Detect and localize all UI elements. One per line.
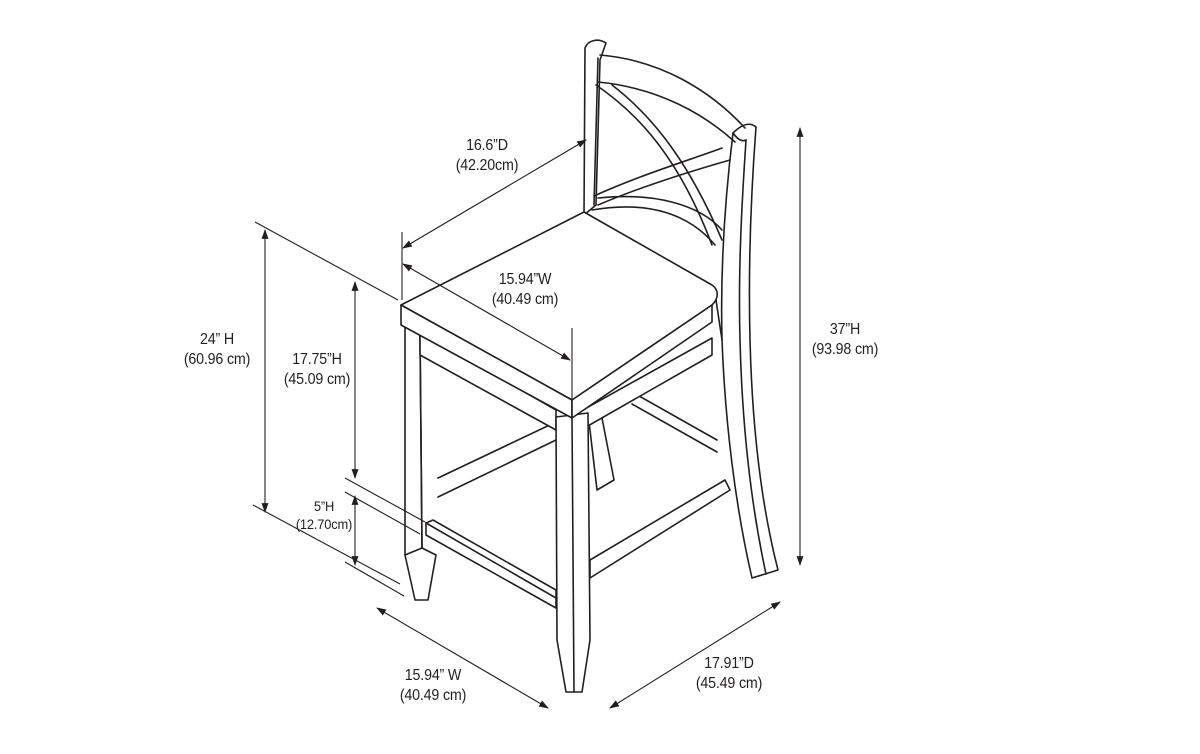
dim-seat-to-footrest <box>344 281 426 523</box>
dim-seat-depth <box>401 139 587 300</box>
right-back-upright <box>715 123 779 579</box>
label-overall-height-metric: (93.98 cm) <box>811 341 879 358</box>
front-footrest-stretcher <box>425 519 557 609</box>
label-seat-height-total-metric: (60.96 cm) <box>183 351 251 368</box>
label-base-depth-metric: (45.49 cm) <box>695 675 763 692</box>
label-seat-height-total: 24” H (60.96 cm) <box>166 330 267 370</box>
label-overall-height-imperial: 37”H <box>829 321 861 338</box>
dim-base-depth <box>609 601 781 709</box>
label-seat-width-imperial: 15.94”W <box>498 271 552 288</box>
label-footrest-height-metric: (12.70cm) <box>295 516 353 532</box>
label-seat-width-metric: (40.49 cm) <box>491 291 559 308</box>
label-overall-height: 37”H (93.98 cm) <box>794 320 895 360</box>
x-back-slats <box>591 84 731 246</box>
label-base-depth-imperial: 17.91”D <box>704 655 754 672</box>
dim-base-width <box>376 607 549 709</box>
label-seat-width: 15.94”W (40.49 cm) <box>474 270 575 310</box>
label-seat-depth: 16.6”D (42.20cm) <box>436 136 537 176</box>
label-base-depth: 17.91”D (45.49 cm) <box>678 654 779 694</box>
rear-left-leg <box>587 412 615 491</box>
label-seat-depth-metric: (42.20cm) <box>455 157 519 174</box>
left-back-upright <box>583 39 607 216</box>
label-base-width-metric: (40.49 cm) <box>399 687 467 704</box>
dim-seat-height-total <box>252 221 401 585</box>
rear-stretcher <box>631 391 718 453</box>
back-crest-rail <box>597 54 746 143</box>
dim-seat-width <box>402 263 573 400</box>
label-seat-to-footrest-metric: (45.09 cm) <box>283 371 351 388</box>
label-seat-height-total-imperial: 24” H <box>200 331 234 348</box>
label-footrest-height: 5”H (12.70cm) <box>278 497 370 533</box>
label-seat-to-footrest: 17.75”H (45.09 cm) <box>266 350 367 390</box>
label-footrest-height-imperial: 5”H <box>313 498 335 514</box>
label-base-width: 15.94” W (40.49 cm) <box>382 666 483 706</box>
seat <box>400 211 719 419</box>
label-seat-to-footrest-imperial: 17.75”H <box>292 351 342 368</box>
right-footrest-stretcher <box>589 479 731 579</box>
dim-footrest-height <box>344 491 421 597</box>
label-base-width-imperial: 15.94” W <box>404 667 462 684</box>
label-seat-depth-imperial: 16.6”D <box>466 137 508 154</box>
front-corner-leg <box>555 412 591 693</box>
front-left-leg <box>404 324 437 601</box>
left-upper-stretcher <box>437 421 557 498</box>
